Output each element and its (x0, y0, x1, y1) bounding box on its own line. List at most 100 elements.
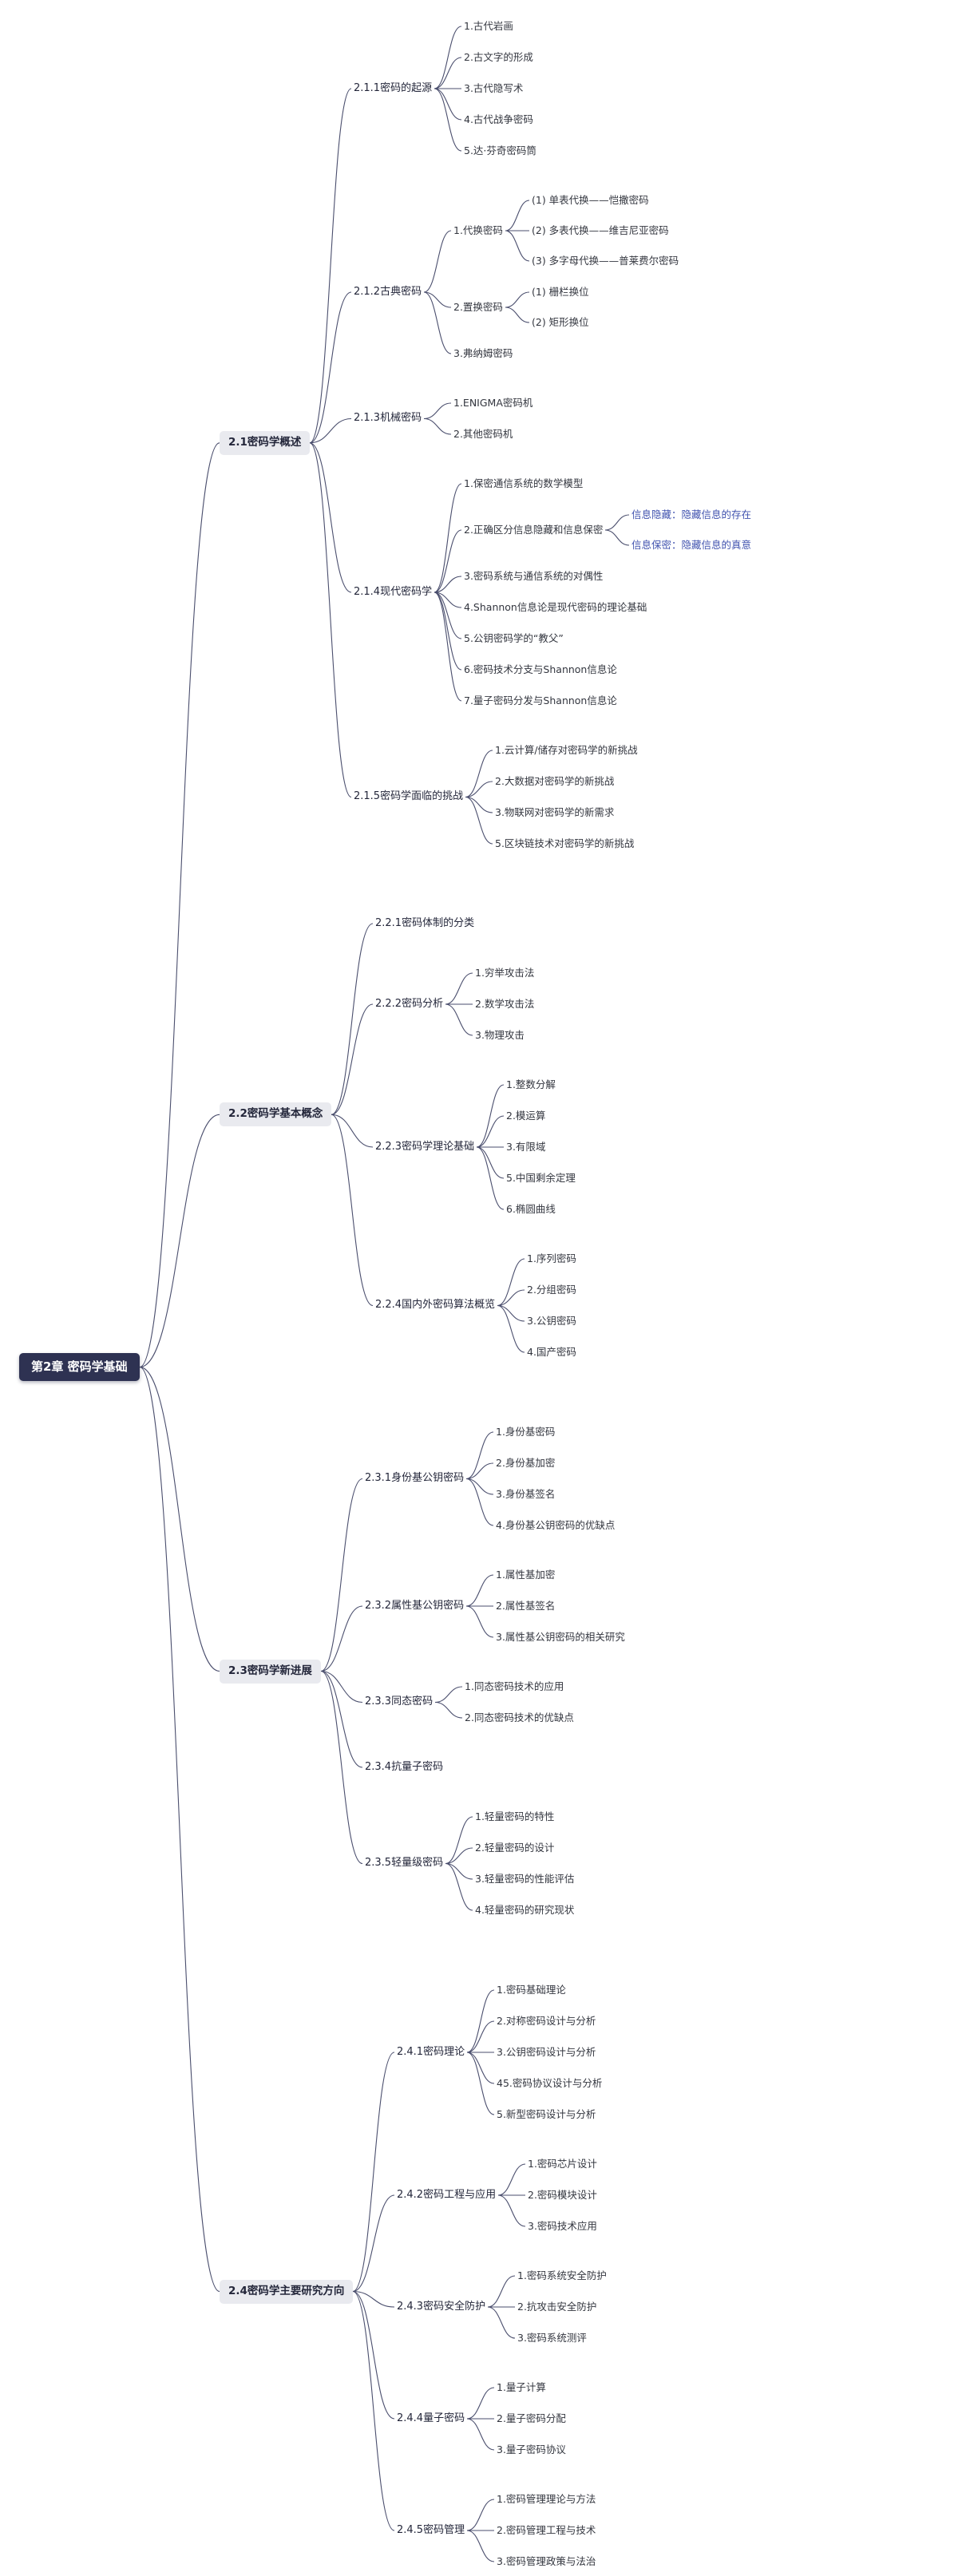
mindmap-connector (434, 88, 462, 121)
branch-node[interactable]: 2.3.1身份基公钥密码 (365, 1472, 465, 1484)
leaf-node[interactable]: 3.密码系统测评 (517, 2332, 587, 2344)
leaf-node[interactable]: (2) 多表代换——维吉尼亚密码 (532, 224, 669, 236)
leaf-node[interactable]: 信息隐藏：隐藏信息的存在 (631, 508, 752, 520)
leaf-node[interactable]: 2.大数据对密码学的新挑战 (495, 775, 615, 787)
leaf-node[interactable]: 3.弗纳姆密码 (453, 347, 513, 359)
branch-node[interactable]: 2.2密码学基本概念 (220, 1102, 332, 1126)
leaf-node[interactable]: 45.密码协议设计与分析 (497, 2077, 603, 2089)
leaf-node[interactable]: (3) 多字母代换——普莱费尔密码 (532, 255, 679, 267)
leaf-node[interactable]: 2.属性基签名 (496, 1600, 556, 1612)
leaf-node[interactable]: 3.密码系统与通信系统的对偶性 (464, 570, 604, 582)
branch-node[interactable]: 2.1.4现代密码学 (354, 586, 433, 598)
leaf-node[interactable]: 3.物联网对密码学的新需求 (495, 806, 615, 818)
leaf-node[interactable]: 2.其他密码机 (453, 428, 513, 440)
leaf-node[interactable]: 3.公钥密码 (527, 1315, 576, 1327)
leaf-node[interactable]: 5.区块链技术对密码学的新挑战 (495, 837, 635, 849)
mindmap-connector (505, 291, 530, 308)
branch-node[interactable]: 2.置换密码 (453, 301, 503, 313)
leaf-node[interactable]: 4.国产密码 (527, 1346, 576, 1358)
leaf-node[interactable]: 2.密码模块设计 (528, 2189, 597, 2201)
leaf-node[interactable]: 1.属性基加密 (496, 1569, 556, 1581)
leaf-node[interactable]: (1) 栅栏换位 (532, 286, 589, 298)
mindmap-connector (434, 592, 462, 671)
leaf-node[interactable]: 4.Shannon信息论是现代密码的理论基础 (464, 601, 647, 613)
leaf-node[interactable]: 4.古代战争密码 (464, 113, 533, 125)
leaf-node[interactable]: 6.密码技术分支与Shannon信息论 (464, 663, 617, 675)
leaf-node[interactable]: 3.密码技术应用 (528, 2220, 597, 2232)
leaf-node[interactable]: 3.密码管理政策与法治 (497, 2555, 596, 2567)
leaf-node[interactable]: 3.属性基公钥密码的相关研究 (496, 1631, 625, 1643)
leaf-node[interactable]: 1.身份基密码 (496, 1426, 556, 1438)
branch-node[interactable]: 2.3密码学新进展 (220, 1660, 321, 1684)
leaf-node[interactable]: 2.抗攻击安全防护 (517, 2301, 597, 2313)
root-node[interactable]: 第2章 密码学基础 (19, 1353, 140, 1382)
leaf-node[interactable]: 3.身份基签名 (496, 1488, 556, 1500)
branch-node[interactable]: 2.4.1密码理论 (397, 2046, 465, 2058)
branch-node[interactable]: 1.代换密码 (453, 224, 503, 236)
leaf-node[interactable]: 1.量子计算 (497, 2381, 546, 2393)
leaf-node[interactable]: 1.整数分解 (506, 1078, 556, 1090)
leaf-node[interactable]: 3.轻量密码的性能评估 (475, 1873, 575, 1885)
branch-node[interactable]: 2.4.3密码安全防护 (397, 2301, 486, 2313)
leaf-node[interactable]: 2.古文字的形成 (464, 51, 533, 63)
leaf-node[interactable]: 4.身份基公钥密码的优缺点 (496, 1519, 616, 1531)
branch-node[interactable]: 2.1密码学概述 (220, 431, 311, 455)
leaf-node[interactable]: 3.公钥密码设计与分析 (497, 2046, 596, 2058)
leaf-node[interactable]: 3.量子密码协议 (497, 2443, 566, 2455)
branch-node[interactable]: 2.2.4国内外密码算法概览 (375, 1299, 496, 1311)
leaf-node[interactable]: 1.云计算/储存对密码学的新挑战 (495, 744, 638, 756)
leaf-node[interactable]: 2.密码管理工程与技术 (497, 2524, 596, 2536)
leaf-node[interactable]: 2.3.4抗量子密码 (365, 1761, 444, 1773)
leaf-node[interactable]: 1.古代岩画 (464, 20, 513, 32)
branch-node[interactable]: 2.4密码学主要研究方向 (220, 2280, 354, 2304)
leaf-node[interactable]: 1.密码管理理论与方法 (497, 2493, 596, 2505)
mindmap-connector (423, 291, 452, 308)
branch-node[interactable]: 2.2.2密码分析 (375, 998, 444, 1010)
leaf-node[interactable]: 2.同态密码技术的优缺点 (465, 1711, 574, 1723)
branch-node[interactable]: 2.4.2密码工程与应用 (397, 2189, 497, 2201)
leaf-node[interactable]: (2) 矩形换位 (532, 316, 589, 328)
leaf-node[interactable]: 4.轻量密码的研究现状 (475, 1904, 575, 1916)
leaf-node[interactable]: 3.古代隐写术 (464, 82, 524, 94)
leaf-node[interactable]: 2.模运算 (506, 1110, 546, 1122)
leaf-node[interactable]: (1) 单表代换——恺撒密码 (532, 194, 649, 206)
leaf-node[interactable]: 2.轻量密码的设计 (475, 1842, 555, 1854)
branch-node[interactable]: 2.正确区分信息隐藏和信息保密 (464, 524, 604, 536)
leaf-node[interactable]: 5.公钥密码学的“教父” (464, 632, 564, 644)
mindmap-connector (434, 26, 462, 89)
leaf-node[interactable]: 1.密码芯片设计 (528, 2158, 597, 2170)
leaf-node[interactable]: 2.2.1密码体制的分类 (375, 917, 475, 929)
leaf-node[interactable]: 7.量子密码分发与Shannon信息论 (464, 694, 617, 706)
leaf-node[interactable]: 2.数学攻击法 (475, 998, 535, 1010)
leaf-node[interactable]: 2.量子密码分配 (497, 2412, 566, 2424)
mindmap-connector (331, 923, 374, 1115)
leaf-node[interactable]: 5.新型密码设计与分析 (497, 2108, 596, 2120)
leaf-node[interactable]: 5.中国剩余定理 (506, 1172, 576, 1184)
leaf-node[interactable]: 1.密码系统安全防护 (517, 2269, 607, 2281)
leaf-node[interactable]: 3.有限域 (506, 1141, 546, 1153)
branch-node[interactable]: 2.3.5轻量级密码 (365, 1857, 444, 1869)
branch-node[interactable]: 2.4.4量子密码 (397, 2412, 465, 2424)
branch-node[interactable]: 2.4.5密码管理 (397, 2524, 465, 2536)
leaf-node[interactable]: 2.对称密码设计与分析 (497, 2015, 596, 2027)
branch-node[interactable]: 2.1.3机械密码 (354, 412, 422, 424)
leaf-node[interactable]: 1.序列密码 (527, 1252, 576, 1264)
leaf-node[interactable]: 1.同态密码技术的应用 (465, 1680, 564, 1692)
branch-node[interactable]: 2.1.2古典密码 (354, 286, 422, 298)
branch-node[interactable]: 2.3.3同态密码 (365, 1696, 434, 1707)
branch-node[interactable]: 2.1.5密码学面临的挑战 (354, 790, 464, 802)
leaf-node[interactable]: 1.密码基础理论 (497, 1984, 566, 1996)
leaf-node[interactable]: 1.保密通信系统的数学模型 (464, 477, 584, 489)
leaf-node[interactable]: 1.ENIGMA密码机 (453, 397, 533, 409)
branch-node[interactable]: 2.2.3密码学理论基础 (375, 1141, 475, 1153)
leaf-node[interactable]: 6.椭圆曲线 (506, 1203, 556, 1215)
leaf-node[interactable]: 信息保密：隐藏信息的真意 (631, 539, 752, 551)
leaf-node[interactable]: 1.穷举攻击法 (475, 967, 535, 979)
leaf-node[interactable]: 1.轻量密码的特性 (475, 1810, 555, 1822)
leaf-node[interactable]: 3.物理攻击 (475, 1029, 525, 1041)
leaf-node[interactable]: 2.分组密码 (527, 1284, 576, 1296)
leaf-node[interactable]: 5.达·芬奇密码筒 (464, 144, 536, 156)
branch-node[interactable]: 2.1.1密码的起源 (354, 82, 433, 94)
leaf-node[interactable]: 2.身份基加密 (496, 1457, 556, 1469)
branch-node[interactable]: 2.3.2属性基公钥密码 (365, 1600, 465, 1612)
